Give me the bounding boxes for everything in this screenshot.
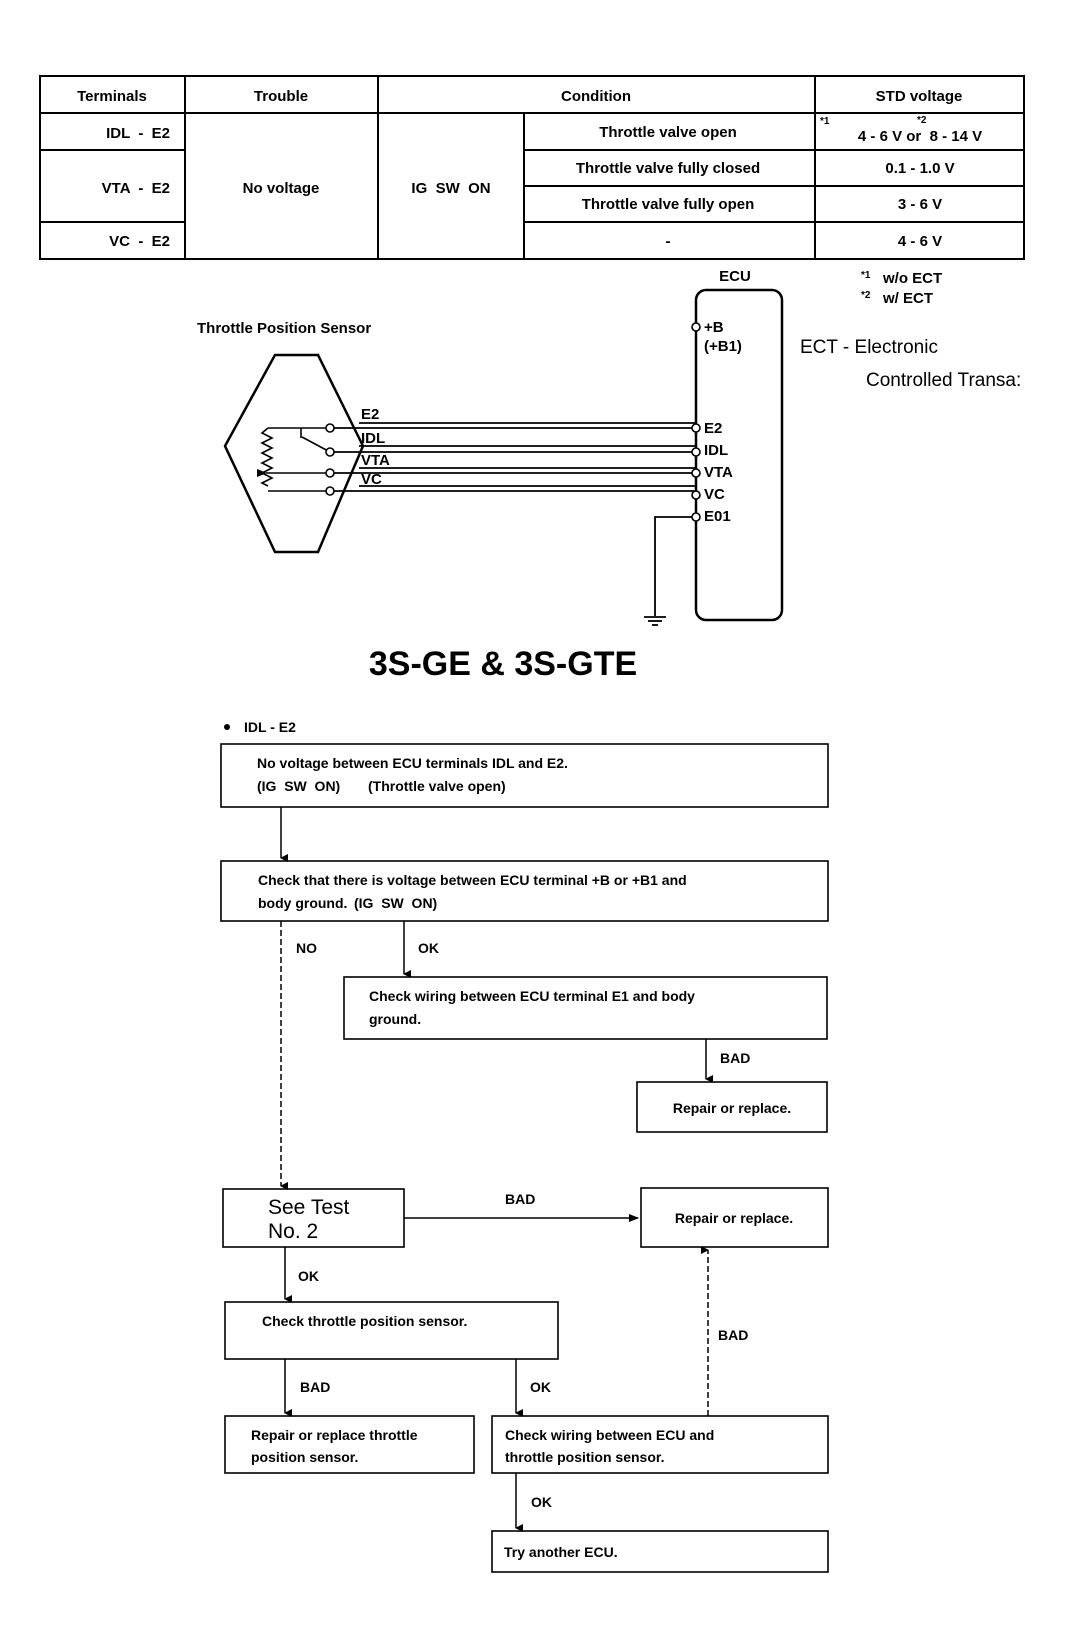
label-no: NO <box>296 940 317 956</box>
check-wiring-line2: throttle position sensor. <box>505 1449 664 1465</box>
footnote-1: w/o ECT <box>882 270 942 287</box>
cell-condition-vc: - <box>666 233 671 250</box>
footnote-2-mark: *2 <box>861 290 871 301</box>
cell-terminals-vta: VTA - E2 <box>102 180 170 197</box>
ecu-pin-vta: VTA <box>704 464 733 481</box>
sensor-label: Throttle Position Sensor <box>197 320 371 337</box>
bullet-icon <box>224 724 230 730</box>
ecu-pin-e01: E01 <box>704 508 731 525</box>
box1-line2a: (IG SW ON) <box>257 778 340 794</box>
sensor-pin-e2: E2 <box>361 406 379 423</box>
ect-note-line2: Controlled Transa: <box>866 370 1021 391</box>
cell-condition-fully-open: Throttle valve fully open <box>582 196 755 213</box>
ecu-pin-b1: (+B1) <box>704 338 742 355</box>
label-bad-4: BAD <box>718 1327 748 1343</box>
ecu-pin-e2: E2 <box>704 420 722 437</box>
cell-terminals-idl: IDL - E2 <box>106 125 170 142</box>
sensor-pin-vta: VTA <box>361 452 390 469</box>
ecu-pin-terminals <box>691 322 701 522</box>
header-std-voltage: STD voltage <box>876 88 963 105</box>
cell-voltage-idl: 4 - 6 V or 8 - 14 V <box>858 128 982 145</box>
label-bad-2: BAD <box>505 1191 535 1207</box>
header-condition: Condition <box>561 88 631 105</box>
footnote-mark-1: *1 <box>820 116 830 127</box>
sensor-pin-idl: IDL <box>361 430 385 447</box>
label-ok-4: OK <box>531 1494 552 1510</box>
cell-voltage-fully-closed: 0.1 - 1.0 V <box>885 160 954 177</box>
ect-note-line1: ECT - Electronic <box>800 337 938 358</box>
ecu-pin-b: +B <box>704 319 724 336</box>
see-test-line1: See Test <box>268 1196 349 1219</box>
label-ok-3: OK <box>530 1379 551 1395</box>
sensor-terminals <box>325 423 335 496</box>
ecu-pin-vc: VC <box>704 486 725 503</box>
repair-box-2: Repair or replace. <box>675 1210 793 1226</box>
box2-line2b: (IG SW ON) <box>354 895 437 911</box>
repair-tps-line2: position sensor. <box>251 1449 358 1465</box>
label-bad-1: BAD <box>720 1050 750 1066</box>
box2-line2a: body ground. <box>258 895 347 911</box>
cell-terminals-vc: VC - E2 <box>109 233 170 250</box>
cell-voltage-fully-open: 3 - 6 V <box>898 196 942 213</box>
throttle-sensor-body <box>223 353 365 554</box>
footnote-1-mark: *1 <box>861 270 871 281</box>
sensor-internal-circuit <box>257 427 331 492</box>
check-wiring-line1: Check wiring between ECU and <box>505 1427 714 1443</box>
check-tps-box: Check throttle position sensor. <box>262 1313 467 1329</box>
label-ok-2: OK <box>298 1268 319 1284</box>
cell-condition-open: Throttle valve open <box>599 124 737 141</box>
harness-wires <box>334 422 696 626</box>
ecu-pin-idl: IDL <box>704 442 728 459</box>
see-test-line2: No. 2 <box>268 1220 318 1243</box>
flow-connectors <box>280 807 713 1532</box>
try-ecu-box: Try another ECU. <box>504 1544 618 1560</box>
header-terminals: Terminals <box>77 88 147 105</box>
engine-title: 3S-GE & 3S-GTE <box>369 645 637 683</box>
label-ok-1: OK <box>418 940 439 956</box>
cell-voltage-vc: 4 - 6 V <box>898 233 942 250</box>
flow-heading: IDL - E2 <box>244 719 296 735</box>
flow-boxes <box>220 743 829 1573</box>
box1-line2b: (Throttle valve open) <box>368 778 506 794</box>
label-bad-3: BAD <box>300 1379 330 1395</box>
cell-condition-fully-closed: Throttle valve fully closed <box>576 160 760 177</box>
box3-line2: ground. <box>369 1011 421 1027</box>
ecu-label: ECU <box>719 268 751 285</box>
box3-line1: Check wiring between ECU terminal E1 and… <box>369 988 695 1004</box>
box2-line1: Check that there is voltage between ECU … <box>258 872 687 888</box>
box1-line1: No voltage between ECU terminals IDL and… <box>257 755 568 771</box>
voltage-table <box>39 75 1025 260</box>
repair-tps-line1: Repair or replace throttle <box>251 1427 418 1443</box>
cell-trouble: No voltage <box>243 180 320 197</box>
header-trouble: Trouble <box>254 88 308 105</box>
footnote-2: w/ ECT <box>882 290 933 307</box>
footnote-mark-2: *2 <box>917 115 927 126</box>
repair-box-1: Repair or replace. <box>673 1100 791 1116</box>
cell-ig-sw-on: IG SW ON <box>411 180 490 197</box>
sensor-pin-vc: VC <box>361 471 382 488</box>
